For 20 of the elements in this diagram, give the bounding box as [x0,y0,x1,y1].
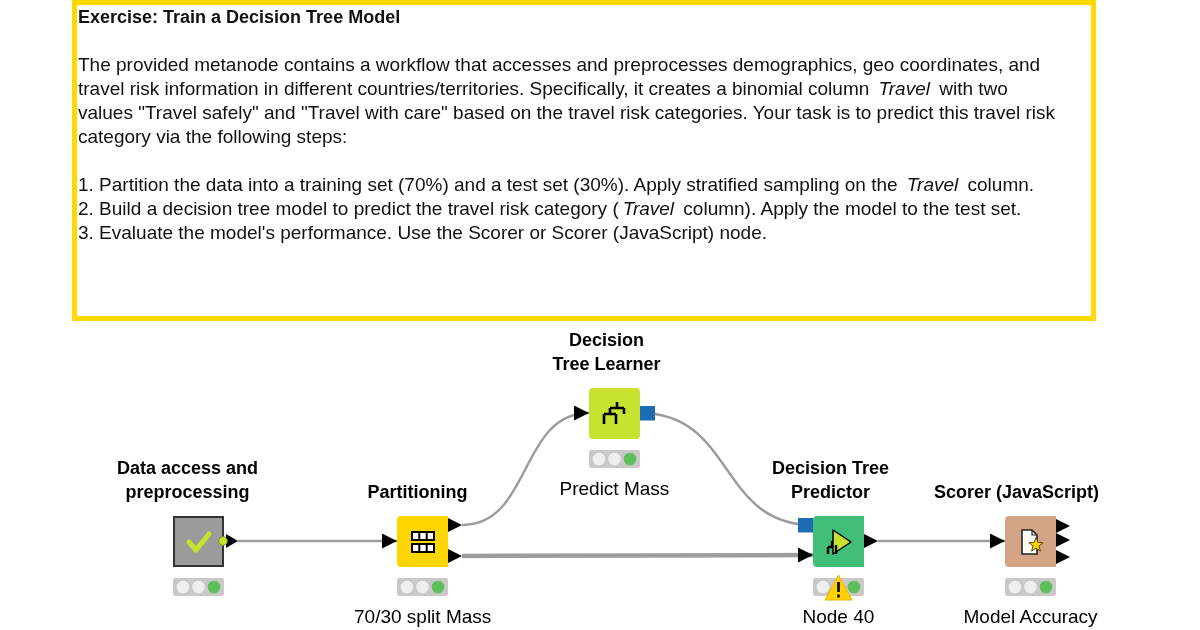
node-caption: Node 40 [802,606,875,628]
port-connector [639,405,814,533]
arrow [461,407,590,527]
note-paragraph: 1. Partition the data into a training set (70%) and a test set (30%). Apply stratified sampling on the Travel column. [78,173,1036,197]
note-paragraph: 2. Build a decision tree model to predict the travel risk category (Travel column). Apply the model to the test set. [78,197,1023,221]
node-caption: Predict Mass [559,478,670,500]
note-heading: Exercise: Train a Decision Tree Model [78,6,402,29]
node-caption: Model Accuracy [963,606,1098,628]
node-title: Decision Tree Learner [551,329,662,376]
node-title: Partitioning [367,481,468,504]
note-paragraph: The provided metanode contains a workflow that accesses and preprocesses demographics, geo coordinates, and travel risk information in different countries/territories. Specifically, it creates a binomial column Travel with two values "Travel safely" and "Travel with care" based on the travel risk categories. Your task is to predict this travel risk category via the following steps: [78,53,1057,149]
node-title: Data access and preprocessing [116,457,259,504]
note-paragraph: 3. Evaluate the model's performance. Use the Scorer or Scorer (JavaScript) node. [78,221,768,245]
arrow [238,533,397,549]
node-title: Scorer (JavaScript) [933,481,1100,504]
annotation-box [72,0,1096,321]
node-title: Decision Tree Predictor [771,457,890,504]
node-caption: 70/30 split Mass [354,606,492,628]
arrow [878,533,1005,549]
arrow [462,547,813,563]
